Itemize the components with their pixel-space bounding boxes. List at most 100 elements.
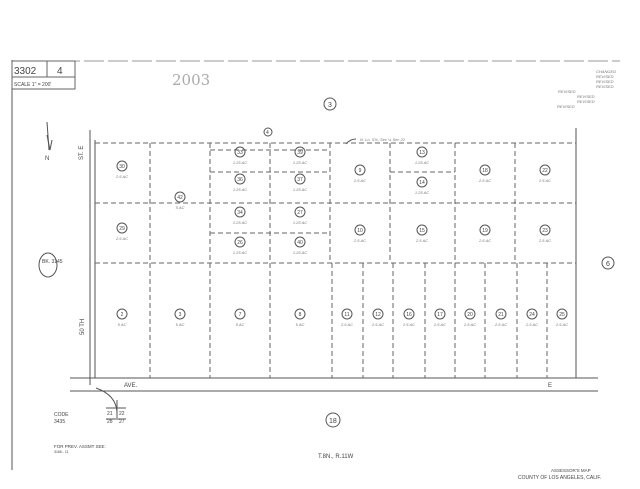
parcel-34[interactable]: 341.25 AC [233, 206, 247, 225]
map-book: 3302 [14, 66, 37, 77]
map-scale: SCALE 1" = 200' [14, 82, 51, 88]
revision-note: REVISED [596, 84, 614, 89]
parcel-27[interactable]: 271.25 AC [293, 206, 307, 225]
parcel-number: 40 [297, 240, 303, 246]
parcel-number: 33 [237, 150, 243, 156]
parcel-9[interactable]: 92.5 AC [353, 164, 366, 183]
parcel-13[interactable]: 131.25 AC [415, 146, 429, 165]
parcel-21[interactable]: 212.5 AC [494, 308, 507, 327]
parcel-acreage: 2.5 AC [463, 322, 476, 327]
parcel-23[interactable]: 232.5 AC [538, 224, 551, 243]
parcel-number-circle [294, 206, 306, 218]
parcel-number: 3 [179, 312, 182, 318]
svg-text:27: 27 [119, 419, 125, 425]
parcel-29[interactable]: 292.5 AC [115, 222, 128, 241]
parcel-number: 20 [467, 312, 473, 318]
parcel-17[interactable]: 172.5 AC [433, 308, 446, 327]
parcel-39[interactable]: 391.25 AC [293, 146, 307, 165]
parcel-number-circle [479, 164, 491, 176]
parcel-11[interactable]: 112.5 AC [340, 308, 353, 327]
parcel-acreage: 2.5 AC [433, 322, 446, 327]
parcel-40[interactable]: 40 1.25 AC [293, 236, 307, 255]
parcel-number: 23 [542, 228, 548, 234]
parcel-number-circle [403, 308, 415, 320]
svg-text:22: 22 [119, 411, 125, 417]
parcel-7[interactable]: 75 AC [234, 308, 246, 327]
parcel-acreage: 2.5 AC [478, 238, 491, 243]
parcel-42[interactable]: 425 AC [174, 191, 186, 210]
parcel-number-circle [116, 222, 128, 234]
parcel-acreage: 2.5 AC [353, 238, 366, 243]
parcel-number: 16 [406, 312, 412, 318]
parcel-acreage: 1.25 AC [233, 160, 247, 165]
parcel-acreage: 2.5 AC [478, 178, 491, 183]
parcel-8[interactable]: 85 AC [294, 308, 306, 327]
code-label: CODE [54, 412, 69, 418]
parcel-number-circle [174, 191, 186, 203]
parcel-number: 18 [482, 168, 488, 174]
parcel-number: 29 [119, 226, 125, 232]
parcel-number-circle [416, 176, 428, 188]
parcel-22[interactable]: 222.5 AC [538, 164, 551, 183]
parcel-15[interactable]: 152.5 AC [415, 224, 428, 243]
parcel-16[interactable]: 162.5 AC [402, 308, 415, 327]
parcel-20[interactable]: 20 2.5 AC [463, 308, 476, 327]
parcel-14[interactable]: 141.25 AC [415, 176, 429, 195]
map-title-line1: ASSESSOR'S MAP [551, 468, 591, 473]
parcel-33[interactable]: 33 1.25 AC [233, 146, 247, 165]
svg-text:4: 4 [266, 130, 269, 136]
parcel-3[interactable]: 35 AC [174, 308, 186, 327]
map-number-box: 3302 4 SCALE 1" = 200' [11, 60, 76, 90]
parcel-12[interactable]: 122.5 AC [371, 308, 384, 327]
parcel-acreage: 1.25 AC [293, 250, 307, 255]
prev-assessment-label: FOR PREV. ASSMT SEE: [54, 444, 106, 449]
parcel-number-circle [341, 308, 353, 320]
revision-note: REVISED [557, 104, 575, 109]
parcel-18[interactable]: 18 2.5 AC [478, 164, 491, 183]
code-value: 3435 [54, 419, 65, 425]
parcel-number: 36 [237, 177, 243, 183]
adjacent-map-east: 6 [601, 256, 615, 270]
adjacent-map-north: 3 [323, 97, 337, 111]
parcel-24[interactable]: 242.5 AC [525, 308, 538, 327]
street-name-50th: 50 TH [80, 319, 86, 335]
parcel-acreage: 5 AC [296, 322, 305, 327]
parcel-36[interactable]: 36 1.25 AC [233, 173, 247, 192]
parcel-number: 25 [559, 312, 565, 318]
parcel-30[interactable]: 302.5 AC [115, 160, 128, 179]
parcel-26[interactable]: 261.25 AC [233, 236, 247, 255]
parcel-number-circle [294, 236, 306, 248]
revision-note: REVISED [577, 99, 595, 104]
parcel-4-marker: 4 [263, 127, 273, 137]
parcel-number-circle [556, 308, 568, 320]
parcel-25[interactable]: 252.5 AC [555, 308, 568, 327]
parcel-number-circle [234, 173, 246, 185]
parcel-number: 26 [237, 240, 243, 246]
revision-note: REVISED [596, 79, 614, 84]
revision-note: REVISED [558, 89, 576, 94]
parcel-number: 15 [419, 228, 425, 234]
parcel-number: 7 [239, 312, 242, 318]
parcel-37[interactable]: 371.25 AC [293, 173, 307, 192]
svg-text:3: 3 [328, 102, 332, 109]
parcel-10[interactable]: 10 2.5 AC [353, 224, 366, 243]
parcel-acreage: 5 AC [118, 322, 127, 327]
avenue-name: AVE. [124, 383, 138, 389]
section-corner: 21 22 28 27 [95, 387, 126, 425]
svg-text:21: 21 [107, 411, 113, 417]
svg-text:BK. 3145: BK. 3145 [42, 259, 63, 265]
section-note: N. Ln. S½, Sec ¼ Sec 22 [360, 137, 406, 142]
prev-assessment-ref: 3166 - 11 [54, 450, 69, 454]
north-label: N [45, 156, 49, 162]
parcel-19[interactable]: 192.5 AC [478, 224, 491, 243]
parcel-number: 10 [357, 228, 363, 234]
parcel-number: 42 [177, 195, 183, 201]
parcel-acreage: 2.5 AC [538, 178, 551, 183]
parcel-number-circle [294, 146, 306, 158]
parcel-number: 9 [359, 168, 362, 174]
revision-note: REVISED [596, 74, 614, 79]
parcel-acreage: 2.5 AC [494, 322, 507, 327]
parcel-acreage: 1.25 AC [233, 187, 247, 192]
parcel-2[interactable]: 25 AC [116, 308, 128, 327]
parcel-number: 34 [237, 210, 243, 216]
